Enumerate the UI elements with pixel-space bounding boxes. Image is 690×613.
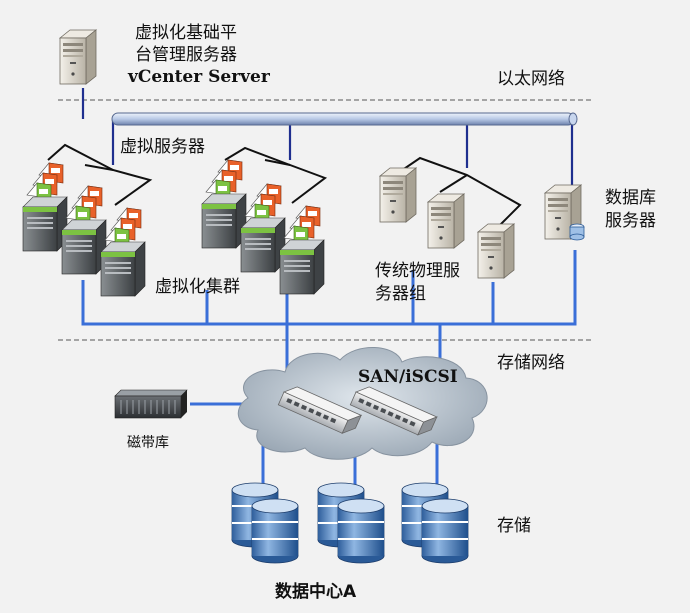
disk-array-icon bbox=[317, 482, 385, 564]
disk-array-icon bbox=[231, 482, 299, 564]
db-server-label-line2: 服务器 bbox=[605, 211, 656, 231]
database-server-icon bbox=[544, 184, 585, 241]
disk-array-icon bbox=[401, 482, 469, 564]
tape-library-icon bbox=[114, 389, 188, 419]
db-server-label-line1: 数据库 bbox=[605, 188, 656, 208]
ethernet-backbone bbox=[111, 112, 578, 126]
vcenter-server-icon bbox=[59, 29, 97, 85]
datacenter-label: 数据中心A bbox=[275, 582, 357, 602]
virtual-cluster-label: 虚拟化集群 bbox=[155, 277, 240, 297]
physical-servers-label-line2: 务器组 bbox=[375, 284, 426, 304]
virtual-server-stack-icon bbox=[22, 162, 146, 297]
storage-network-label: 存储网络 bbox=[497, 353, 565, 373]
network-switch-icon bbox=[277, 386, 438, 436]
vcenter-label-line1: 虚拟化基础平 bbox=[135, 23, 237, 43]
virtual-server-stack-icon bbox=[201, 159, 325, 295]
vcenter-label-line3: vCenter Server bbox=[128, 67, 270, 87]
ethernet-label: 以太网络 bbox=[497, 69, 565, 89]
virtual-servers-label: 虚拟服务器 bbox=[120, 137, 205, 157]
tape-library-label: 磁带库 bbox=[127, 435, 169, 451]
ethernet-links bbox=[81, 88, 574, 185]
san-label: SAN/iSCSI bbox=[358, 367, 458, 387]
storage-links bbox=[81, 250, 577, 490]
storage-label: 存储 bbox=[497, 516, 531, 536]
vcenter-label-line2: 台管理服务器 bbox=[135, 45, 237, 65]
physical-servers-label-line1: 传统物理服 bbox=[375, 261, 460, 281]
server-links bbox=[47, 143, 522, 226]
